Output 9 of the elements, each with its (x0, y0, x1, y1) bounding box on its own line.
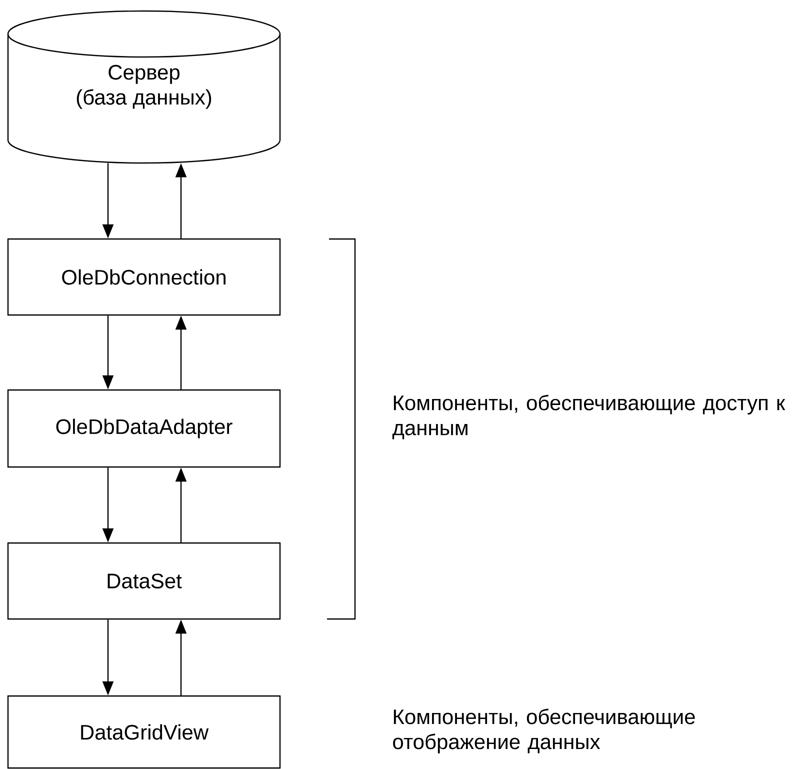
note-text: Компоненты, обеспечивающие отображение данных (393, 708, 695, 754)
node-label: Сервер (108, 64, 180, 84)
database-cylinder: Сервер (база данных) (7, 10, 281, 164)
component-box: OleDbConnection (7, 238, 281, 316)
node-label: (база данных) (76, 89, 212, 109)
component-box: DataSet (7, 542, 281, 620)
component-box: DataGridView (7, 695, 281, 769)
component-box: OleDbDataAdapter (7, 389, 281, 468)
note-text: Компоненты, обеспечивающие доступ к данным (392, 394, 786, 440)
